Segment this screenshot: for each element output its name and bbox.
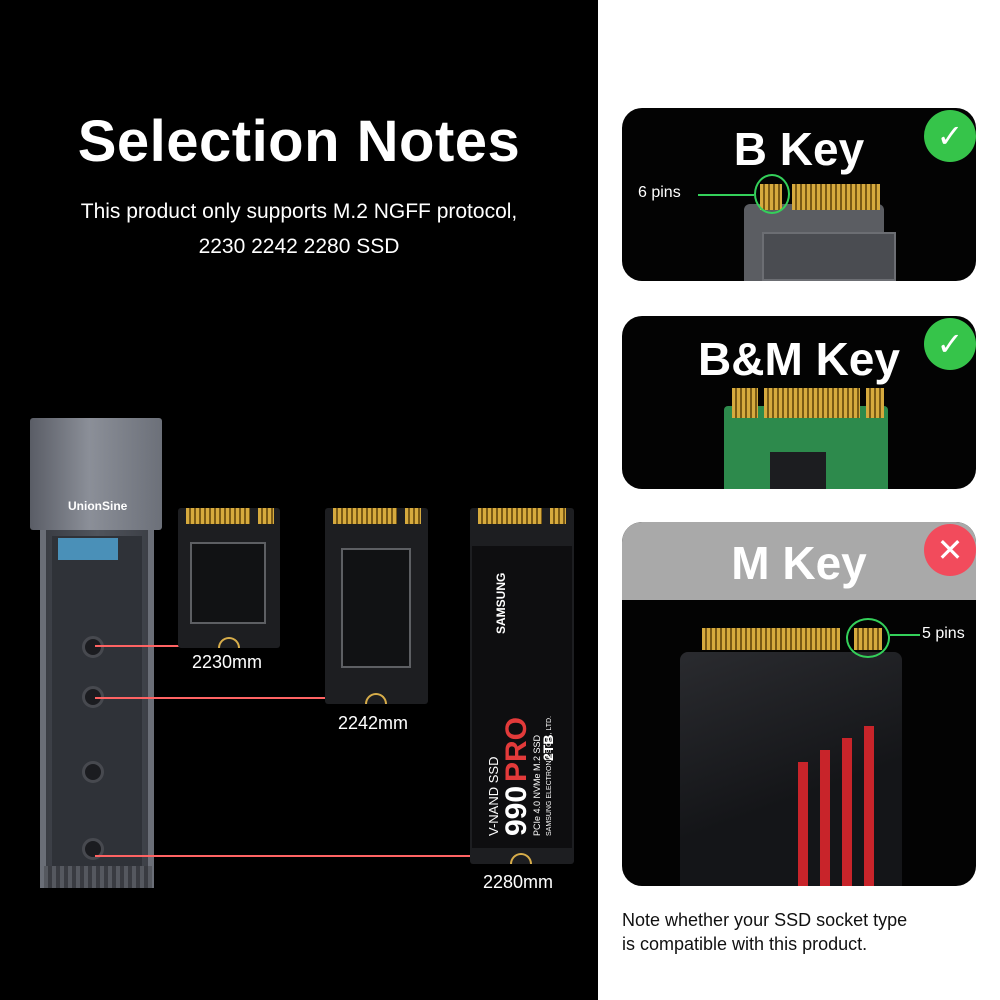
bm-key-module (724, 406, 888, 489)
page-title: Selection Notes (77, 109, 521, 174)
card-bm-key: B&M Key (622, 316, 976, 489)
ssd-enclosure: UnionSine (30, 418, 162, 888)
enclosure-bottom (44, 866, 152, 888)
m-key-header (622, 522, 976, 600)
card-bm-key-title: B&M Key (698, 333, 900, 385)
card-b-key: B Key 6 pins (622, 108, 976, 281)
m-key-arrow (890, 634, 920, 636)
b-key-pin-highlight (754, 174, 790, 214)
samsung-model-number: 990 (500, 785, 533, 836)
compatibility-note: Note whether your SSD socket type is com… (622, 908, 992, 956)
samsung-series: V-NAND SSD (486, 756, 501, 836)
size-label-2242: 2242mm (338, 713, 409, 733)
card-m-key: M Key 5 pins (622, 522, 976, 886)
bm-key-pins-left (732, 388, 758, 418)
m-key-pins-label: 5 pins (922, 625, 965, 642)
right-panel: B Key 6 pins ✓ B&M Key ✓ M Key (598, 0, 1000, 1000)
m-key-pins (702, 628, 840, 650)
check-circle-icon: ✓ (924, 110, 976, 162)
ssd-2242 (325, 508, 428, 704)
b-key-pins-label: 6 pins (638, 184, 681, 201)
size-label-2280: 2280mm (483, 872, 554, 892)
x-circle-icon: ✕ (924, 524, 976, 576)
m-key-pin-highlight (846, 618, 890, 658)
line-2280 (95, 855, 475, 857)
subtitle-line-1: This product only supports M.2 NGFF prot… (80, 200, 518, 223)
enclosure-brand: UnionSine (68, 499, 128, 513)
note-line-1: Note whether your SSD socket type (622, 910, 908, 930)
enclosure-connector (58, 538, 118, 560)
bm-key-pins-right (866, 388, 884, 418)
note-line-2: is compatible with this product. (622, 934, 868, 954)
line-2242 (95, 697, 328, 699)
samsung-capacity: 2TB (540, 734, 556, 761)
enclosure-cap: UnionSine (30, 418, 162, 530)
bm-key-pins-mid (764, 388, 860, 418)
b-key-module (744, 204, 896, 281)
size-label-2230: 2230mm (192, 652, 263, 672)
subtitle-line-2: 2230 2242 2280 SSD (198, 235, 400, 258)
samsung-model-suffix: PRO (500, 716, 533, 782)
samsung-brand: SAMSUNG (494, 572, 508, 634)
b-key-arrow (698, 194, 754, 196)
samsung-sticker: V-NAND SSD 990 PRO PCIe 4.0 NVMe M.2 SSD… (472, 546, 572, 848)
left-panel: Selection Notes This product only suppor… (0, 0, 598, 1000)
ssd-2230 (178, 508, 280, 648)
mount-hole-2230 (82, 636, 104, 658)
m-key-heatsink (680, 652, 902, 886)
b-key-pins (792, 184, 880, 210)
card-b-key-title: B Key (733, 123, 865, 175)
mount-hole-2280 (82, 838, 104, 860)
check-circle-icon: ✓ (924, 318, 976, 370)
card-m-key-title: M Key (731, 537, 867, 589)
mount-hole-mid (82, 761, 104, 783)
line-2230 (95, 645, 190, 647)
